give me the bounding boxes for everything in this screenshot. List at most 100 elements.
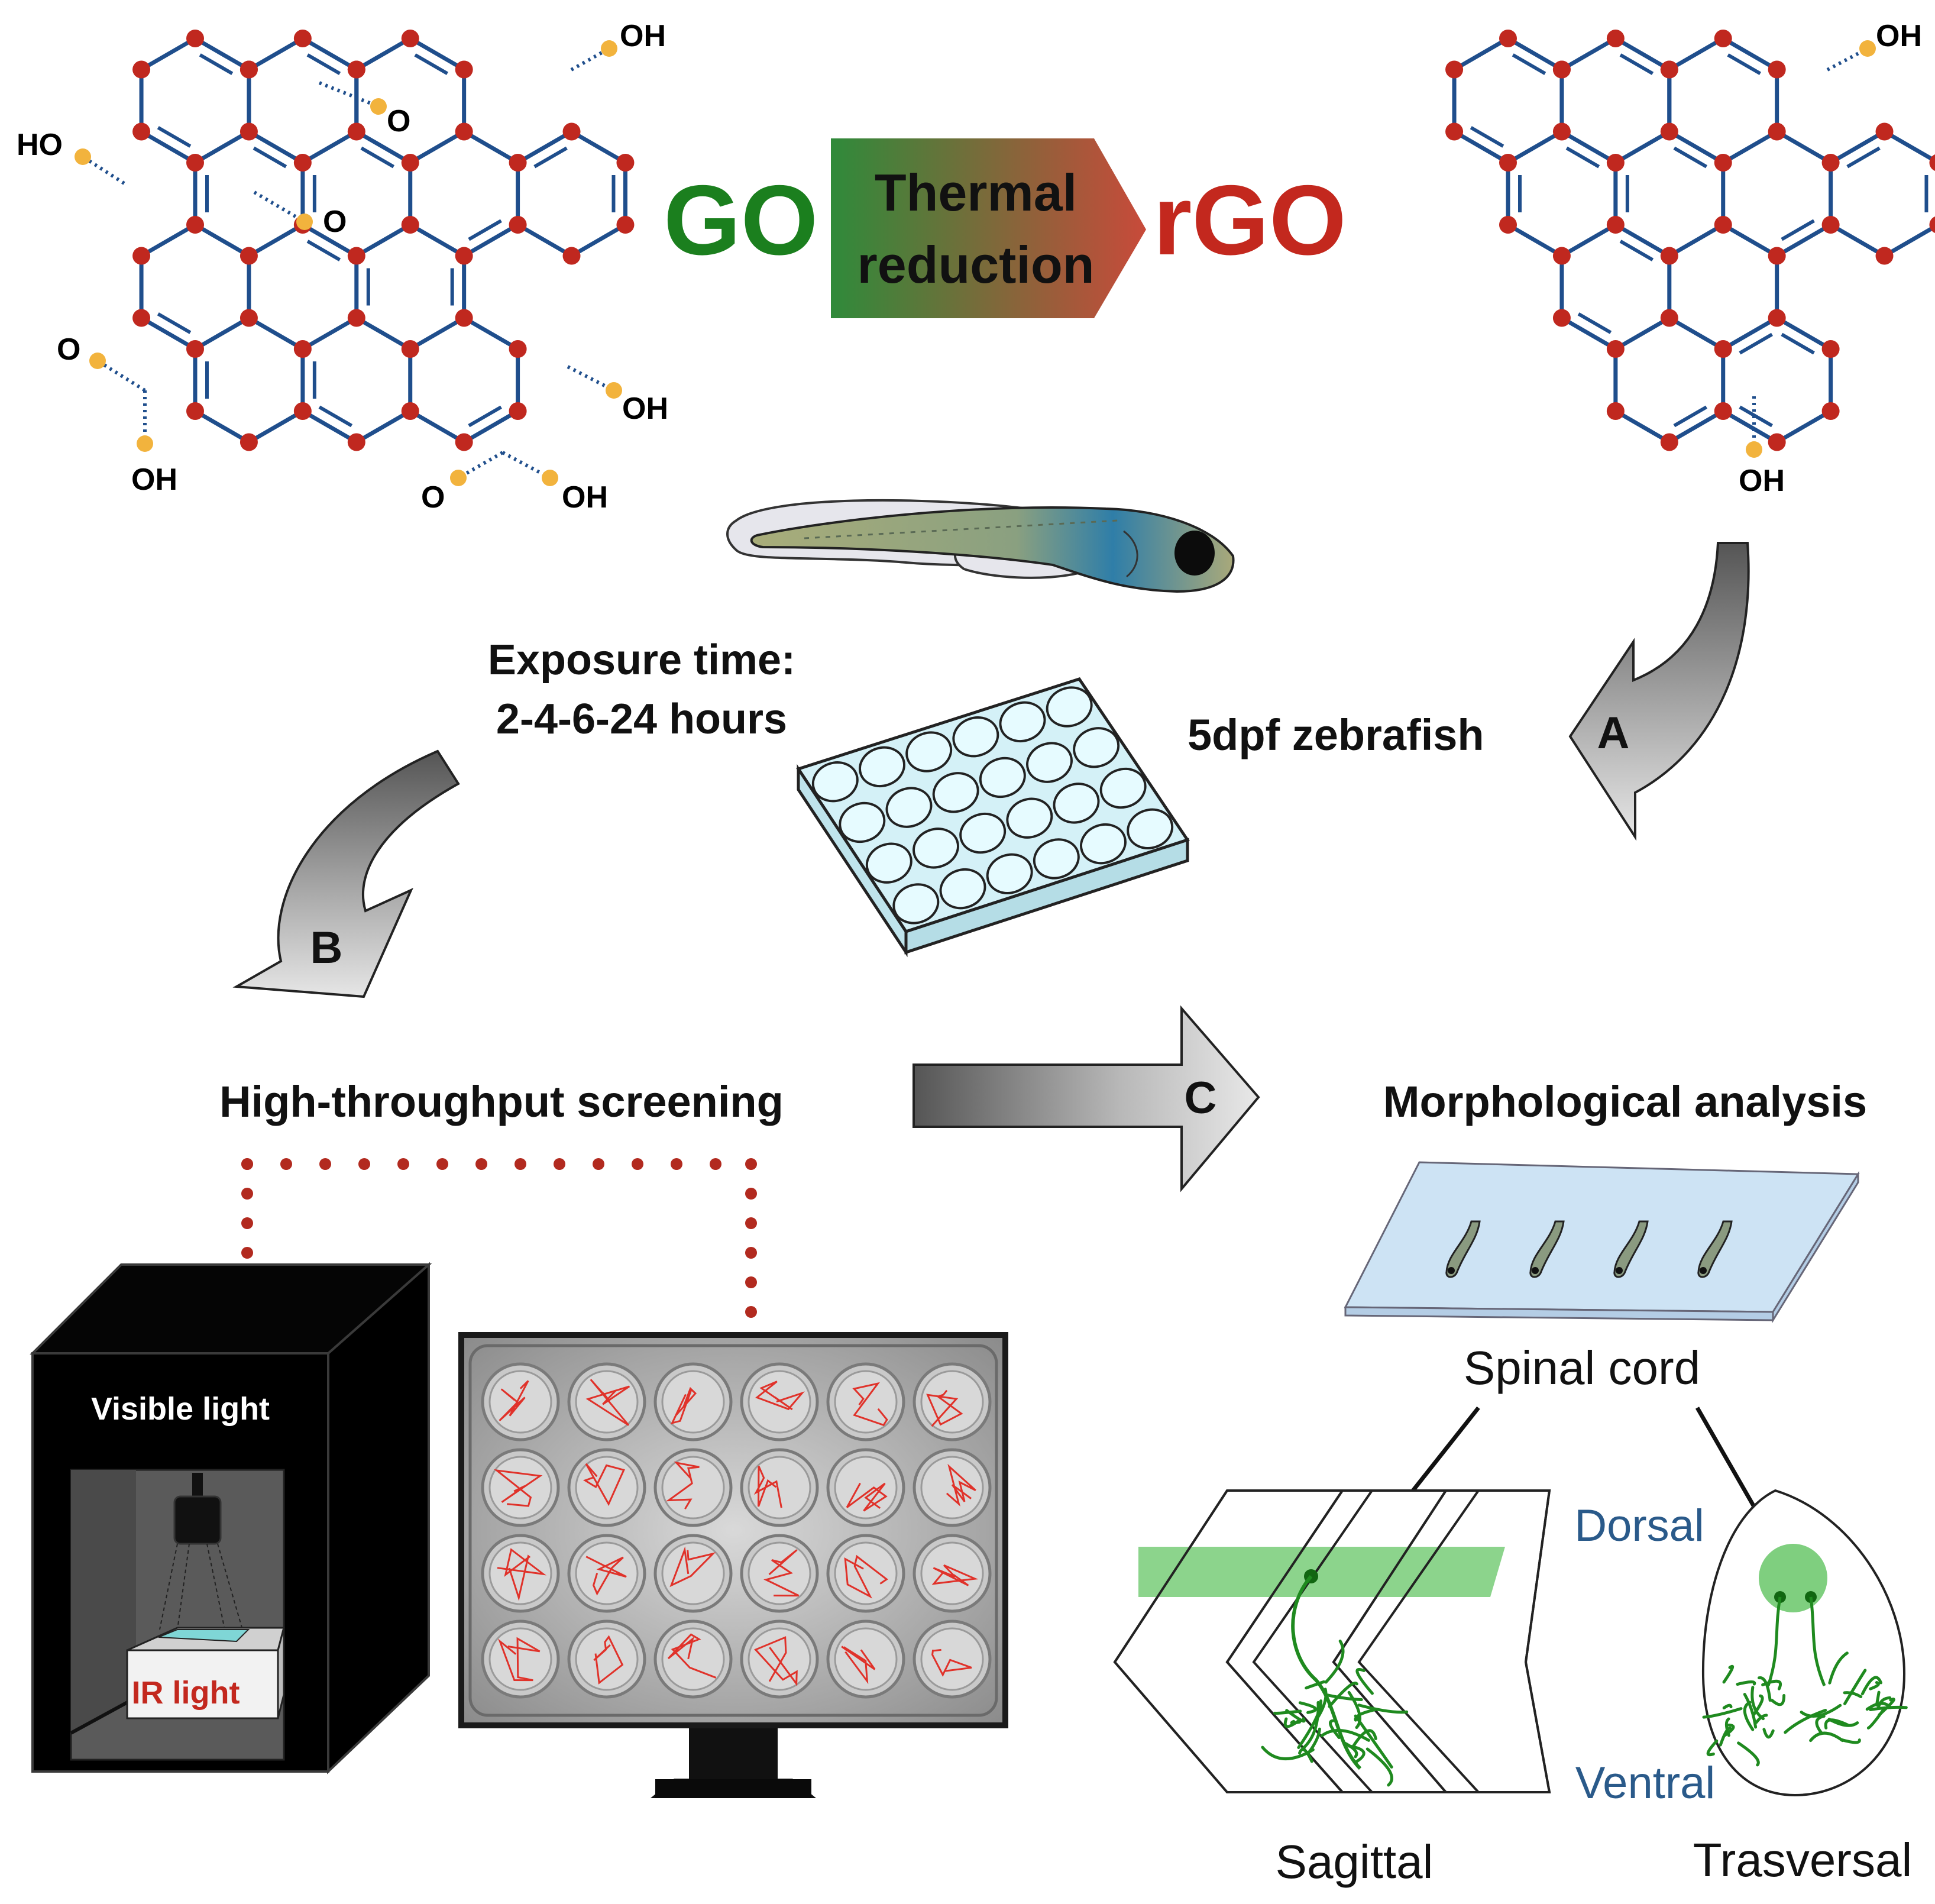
plate-well — [811, 761, 859, 803]
go-bond — [193, 222, 251, 258]
go-label: GO — [664, 164, 818, 276]
go-carbon-atom — [293, 30, 312, 47]
connector-dot — [319, 1158, 331, 1170]
go-carboxyl-left-o-bond — [96, 359, 146, 392]
go-bond — [247, 36, 305, 72]
connector-dot — [241, 1158, 253, 1170]
transversal-dendrite — [1757, 1676, 1772, 1702]
go-double-bond — [414, 53, 448, 75]
go-bond — [570, 222, 627, 258]
arrow-a-label: A — [1597, 708, 1630, 758]
plate-well — [1127, 808, 1174, 849]
larva-track — [946, 1463, 976, 1507]
monitor-well-inner — [834, 1627, 898, 1691]
rgo-bond — [1667, 222, 1726, 258]
go-bond — [247, 409, 305, 444]
transversal-dendrite — [1784, 1708, 1827, 1734]
rgo-carbon-atom — [1606, 402, 1625, 420]
rgo-carbon-atom — [1821, 216, 1840, 234]
reduction-line-2: reduction — [858, 235, 1095, 294]
rgo-bond — [1721, 409, 1779, 444]
plate-well — [1033, 838, 1080, 880]
connector-dot — [241, 1188, 253, 1200]
transversal-dendrite — [1722, 1664, 1735, 1684]
go-bond — [354, 316, 413, 351]
go-epoxy-1-bond — [318, 81, 380, 108]
connector-dot — [745, 1158, 757, 1170]
go-bond — [462, 222, 520, 258]
rgo-carbon-atom — [1714, 216, 1732, 234]
transversal-dendrite — [1762, 1728, 1775, 1739]
go-bond — [408, 36, 467, 72]
rgo-carbon-atom — [1768, 60, 1786, 79]
go-double-bond — [468, 219, 502, 241]
go-carbon-atom — [132, 309, 151, 327]
go-double-bond — [157, 126, 192, 148]
rgo-carbon-atom — [1821, 340, 1840, 358]
rgo-carbon-atom — [1714, 402, 1732, 420]
go-double-bond — [306, 53, 341, 75]
monitor-well-inner — [575, 1627, 639, 1691]
rgo-carbon-atom — [1714, 340, 1732, 358]
go-carbon-atom — [401, 340, 419, 358]
go-double-bond — [306, 240, 341, 261]
monitor-well-inner — [575, 1541, 639, 1605]
go-functional-groups: OH HO O O O OH OH O OH — [17, 19, 668, 515]
rgo-double-bond — [1470, 126, 1504, 148]
go-carbon-atom — [455, 122, 473, 141]
tracking-box: Visible light IR light — [30, 1262, 432, 1774]
sagittal-dendrite — [1273, 1709, 1302, 1715]
larva-track — [841, 1646, 876, 1685]
transversal-dendrite — [1827, 1718, 1859, 1727]
rgo-carbon-atom — [1606, 216, 1625, 234]
connector-dot — [745, 1217, 757, 1229]
go-ho-left: HO — [17, 128, 63, 162]
go-double-bond — [360, 146, 395, 169]
rgo-bond — [1452, 130, 1510, 165]
sagittal-dendrite — [1328, 1682, 1358, 1708]
go-carbon-atom — [293, 340, 312, 358]
monitor-well-inner — [488, 1541, 552, 1605]
plate-well — [865, 842, 913, 884]
sagittal-dendrite — [1357, 1703, 1409, 1714]
monitor-well-inner — [920, 1627, 984, 1691]
dorsal-label: Dorsal — [1574, 1501, 1704, 1551]
plate-well — [859, 746, 905, 787]
sagittal-dendrite — [1325, 1693, 1363, 1701]
go-carbon-atom — [401, 402, 419, 420]
go-bond — [300, 222, 359, 258]
rgo-carbon-atom — [1552, 309, 1571, 327]
go-ho-left-oxygen — [75, 148, 91, 165]
rgo-carbon-atom — [1875, 122, 1894, 141]
go-carbon-atom — [240, 247, 258, 265]
rgo-carbon-atom — [1821, 154, 1840, 172]
monitor-well-inner — [834, 1456, 898, 1520]
go-oh-top-bond — [570, 47, 610, 72]
go-bond — [516, 222, 574, 258]
rgo-carbon-atom — [1606, 30, 1625, 47]
larva-track — [670, 1386, 697, 1425]
rgo-bond — [1721, 36, 1779, 72]
go-o-epoxy-1: O — [387, 104, 410, 138]
rgo-bond — [1829, 222, 1887, 258]
rgo-bond — [1882, 130, 1935, 163]
go-carbon-atom — [562, 247, 581, 265]
go-carbon-atom — [240, 309, 258, 327]
rgo-bond — [1613, 36, 1672, 72]
rgo-bond — [1559, 130, 1618, 165]
arrow-a: A — [1568, 542, 1750, 841]
slide-larva-eye — [1448, 1267, 1455, 1274]
rgo-bond — [1775, 130, 1833, 165]
connector-dot — [632, 1158, 643, 1170]
plate-well — [959, 812, 1007, 854]
larva-track — [593, 1635, 624, 1685]
rgo-label: rGO — [1153, 164, 1347, 276]
transversal-dendrite — [1722, 1724, 1735, 1738]
sagittal-dendrite — [1329, 1719, 1341, 1740]
transversal-dendrite — [1809, 1731, 1845, 1743]
connector-dot — [475, 1158, 487, 1170]
plate-well — [932, 772, 979, 813]
rgo-bond — [1452, 36, 1510, 72]
monitor-well-inner — [488, 1627, 552, 1691]
transversal-dendrite — [1866, 1708, 1885, 1730]
